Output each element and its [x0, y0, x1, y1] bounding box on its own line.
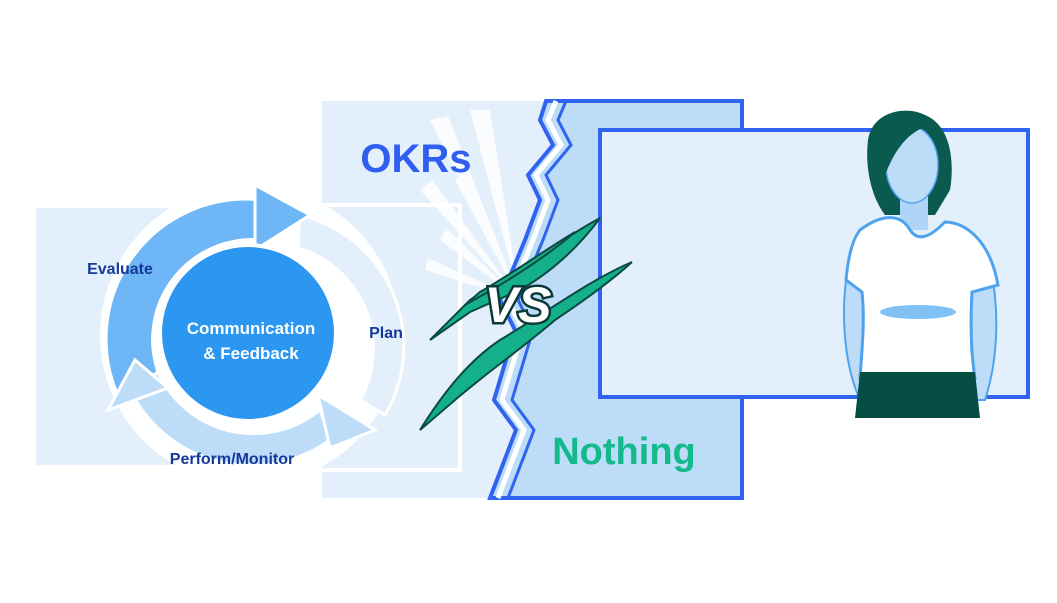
- woman-figure: [843, 110, 1000, 418]
- cycle-center: [158, 243, 338, 423]
- cycle-diagram: [100, 182, 406, 485]
- stage-label-perform: Perform/Monitor: [170, 451, 294, 468]
- stage-label-plan: Plan: [369, 325, 403, 342]
- okrs-title: OKRs: [360, 137, 471, 181]
- cycle-center-line2: & Feedback: [203, 344, 299, 363]
- plan-panel-outline: [322, 203, 462, 472]
- claw-scratch-icon: [419, 217, 633, 431]
- torn-edge-blue: [506, 100, 573, 499]
- stage-label-evaluate: Evaluate: [87, 261, 153, 278]
- torn-edge-white: [495, 100, 564, 499]
- nothing-title: Nothing: [552, 431, 696, 473]
- vs-badge: VS: [485, 277, 552, 333]
- cycle-center-line1: Communication: [187, 319, 315, 338]
